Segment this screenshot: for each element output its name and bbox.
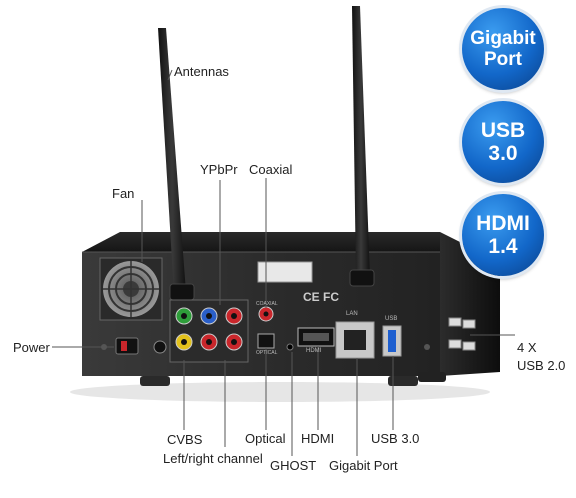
rca-ports (169, 299, 249, 363)
hdmi-label: HDMI (301, 431, 335, 446)
usb3-badge-line2: 3.0 (488, 142, 518, 165)
left-antenna (158, 28, 195, 301)
usb3-label: USB 3.0 (371, 431, 420, 446)
cvbs-label: CVBS (167, 432, 203, 447)
left-right-channel-label: Left/right channel (163, 451, 263, 466)
optical-port (257, 333, 275, 349)
optical-label: Optical (245, 431, 286, 446)
usb-print: USB (385, 316, 398, 322)
fan-grille (99, 257, 163, 321)
gigabit-badge-line1: Gigabit (470, 28, 536, 49)
usb2-label: USB 2.0 (517, 358, 566, 373)
device-top (82, 232, 440, 252)
usb2-ports (448, 317, 476, 351)
usb3-badge: USB 3.0 (462, 101, 544, 183)
usb2-count-label: 4 X (517, 340, 537, 355)
gigabit-port-label: Gigabit Port (329, 458, 398, 473)
ghost-label: GHOST (270, 458, 317, 473)
coaxial-print: COAXIAL (256, 301, 278, 307)
foot (418, 372, 446, 382)
serial-sticker (257, 261, 313, 283)
hdmi-badge: HDMI 1.4 (462, 194, 544, 276)
fan-label: Fan (112, 186, 135, 201)
lan-print: LAN (346, 311, 358, 317)
power-label: Power (13, 340, 50, 355)
hdmi-badge-line1: HDMI (476, 212, 530, 235)
usb3-badge-line1: USB (480, 119, 526, 142)
foot (388, 376, 418, 386)
optical-print: OPTICAL (256, 350, 278, 356)
foot (140, 376, 170, 386)
gigabit-port-badge: Gigabit Port (462, 8, 544, 90)
right-antenna (349, 6, 375, 287)
dc-jack (153, 340, 167, 354)
callout-lines (52, 69, 515, 456)
coaxial-label: Coaxial (249, 162, 293, 177)
certifications-mark: CE FC (303, 290, 339, 304)
hdmi-badge-line2: 1.4 (488, 235, 518, 258)
hdmi-print: HDMI (306, 348, 322, 354)
ghost-button (286, 343, 294, 351)
antennas-label: Antennas (174, 64, 229, 79)
gigabit-badge-line2: Port (484, 49, 522, 70)
device-shadow (70, 382, 490, 402)
ypbpr-label: YPbPr (200, 162, 238, 177)
